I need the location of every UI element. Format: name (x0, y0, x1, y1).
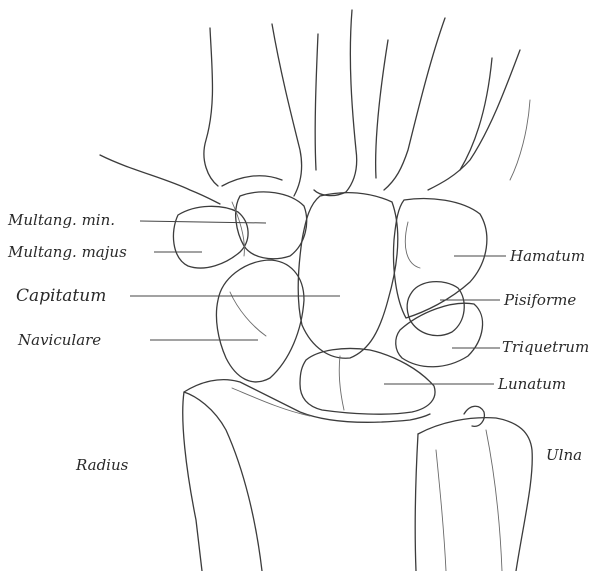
label-capitatum: Capitatum (16, 286, 106, 306)
bone-ulna-left (415, 434, 418, 571)
bone-naviculare-inner (230, 292, 266, 336)
metacarpal-1 (204, 28, 218, 186)
bone-multangulum-majus (173, 206, 248, 268)
leader-multang-min (140, 221, 266, 223)
bone-radius (183, 392, 262, 571)
leader-lines (130, 221, 506, 384)
label-ulna: Ulna (546, 446, 582, 464)
bone-lunatum-inner (339, 356, 344, 410)
bone-radius-top (184, 380, 430, 423)
label-multang-min: Multang. min. (7, 211, 115, 229)
bone-ulna-inner2 (486, 430, 502, 571)
metacarpal-2 (272, 24, 302, 196)
label-pisiforme: Pisiforme (503, 291, 576, 309)
metacarpal-5b (460, 58, 492, 170)
bone-naviculare (216, 260, 304, 382)
metacarpal-1b (100, 155, 220, 204)
metacarpal-4b (376, 40, 388, 178)
labels: Multang. min. Multang. majus Capitatum N… (7, 211, 589, 474)
bone-ulna-styloid (464, 406, 484, 426)
bone-lunatum (300, 348, 435, 414)
bone-multangulum-minus (236, 192, 307, 259)
label-radius: Radius (75, 456, 129, 474)
metacarpal-5c (510, 100, 530, 180)
bone-ulna (418, 418, 532, 571)
bone-capitatum (298, 193, 398, 359)
carpal-bones (173, 192, 486, 414)
label-lunatum: Lunatum (497, 375, 566, 393)
metacarpals (100, 10, 530, 204)
metacarpal-4 (384, 18, 445, 190)
label-hamatum: Hamatum (509, 247, 585, 265)
metacarpal-3b (315, 34, 318, 170)
label-triquetrum: Triquetrum (502, 338, 589, 356)
label-naviculare: Naviculare (17, 331, 101, 349)
bone-ulna-inner (436, 450, 446, 571)
label-multang-majus: Multang. majus (7, 243, 127, 261)
bone-hamatum-hook (405, 222, 420, 268)
metacarpal-2b (222, 176, 282, 186)
metacarpal-3 (314, 10, 357, 196)
metacarpal-5 (428, 50, 520, 190)
